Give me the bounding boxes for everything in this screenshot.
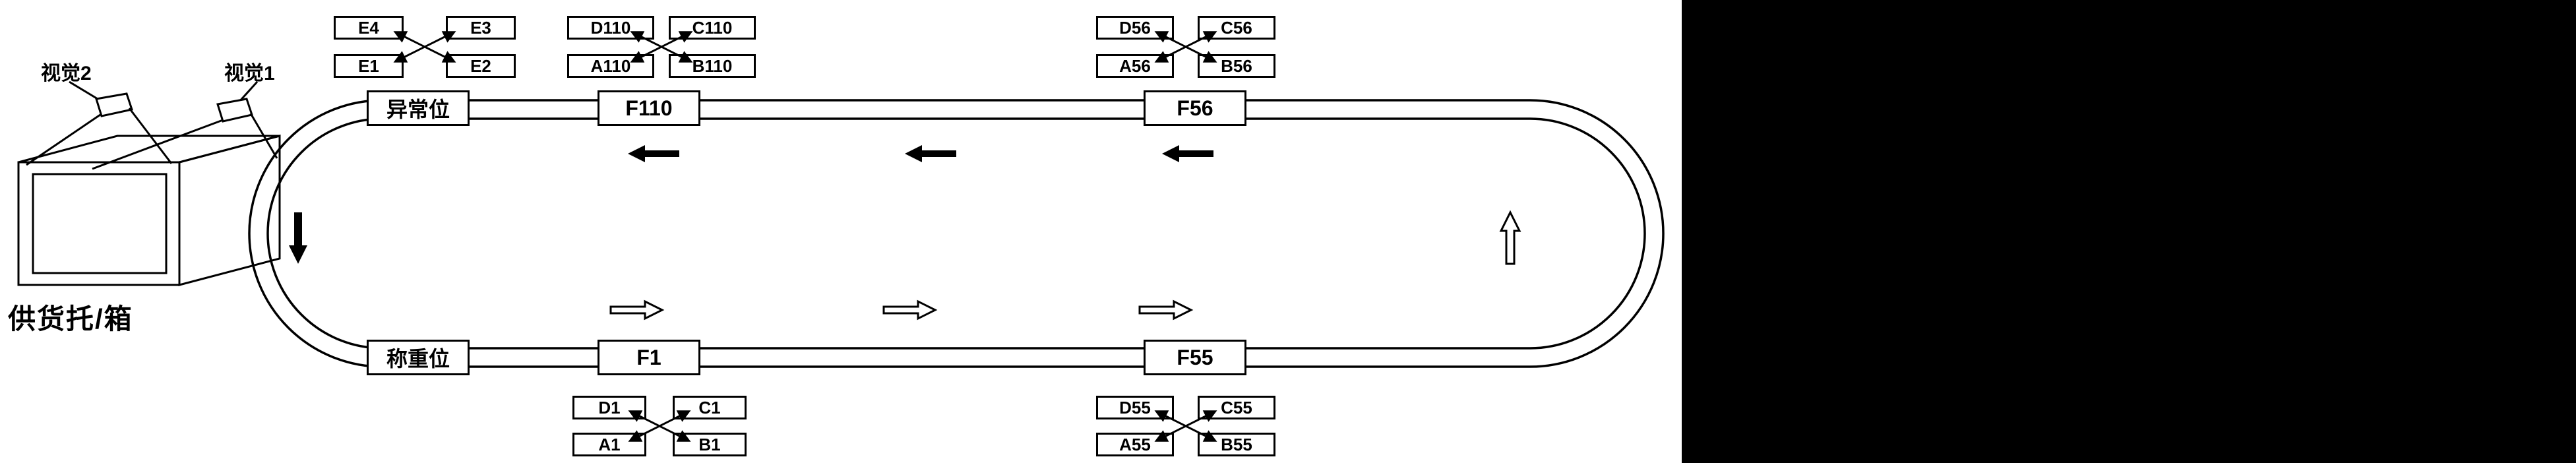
flow-arrow-up-icon <box>1499 210 1521 265</box>
vision2-label: 视觉2 <box>41 63 92 84</box>
cell-a56: A56 <box>1096 54 1174 78</box>
cell-b56: B56 <box>1198 54 1275 78</box>
cell-e4: E4 <box>334 16 404 40</box>
flow-arrow-down-icon <box>289 212 307 264</box>
cell-b110: B110 <box>669 54 756 78</box>
station-f110: F110 <box>598 90 700 126</box>
station-f55: F55 <box>1144 340 1246 375</box>
cell-e1: E1 <box>334 54 404 78</box>
cell-a55: A55 <box>1096 433 1174 456</box>
cell-c55: C55 <box>1198 396 1275 419</box>
flow-arrows-top-left-icon <box>628 145 1213 162</box>
cell-d55: D55 <box>1096 396 1174 419</box>
flow-arrows-bottom-right-icon <box>609 299 1194 321</box>
station-f56: F56 <box>1144 90 1246 126</box>
cell-d110: D110 <box>567 16 654 40</box>
vision1-label: 视觉1 <box>224 63 275 84</box>
pipeline-background: 入库 识别 摄像头抓拍 通用目标检测 <box>1682 0 2576 463</box>
cell-c1: C1 <box>673 396 747 419</box>
cell-e3: E3 <box>446 16 516 40</box>
station-abnormal: 异常位 <box>367 90 470 126</box>
track-inner-line <box>266 117 1646 350</box>
cell-c56: C56 <box>1198 16 1275 40</box>
cell-a110: A110 <box>567 54 654 78</box>
supply-box-wireframe <box>17 135 281 286</box>
cell-a1: A1 <box>572 433 646 456</box>
cell-d1: D1 <box>572 396 646 419</box>
cell-e2: E2 <box>446 54 516 78</box>
track-outer-line <box>248 99 1665 368</box>
vision-cameras-wireframe <box>26 80 278 170</box>
cell-b1: B1 <box>673 433 747 456</box>
cell-b55: B55 <box>1198 433 1275 456</box>
supply-box-label: 供货托/箱 <box>8 303 133 334</box>
station-f1: F1 <box>598 340 700 375</box>
cell-c110: C110 <box>669 16 756 40</box>
cell-d56: D56 <box>1096 16 1174 40</box>
station-weigh: 称重位 <box>367 340 470 375</box>
